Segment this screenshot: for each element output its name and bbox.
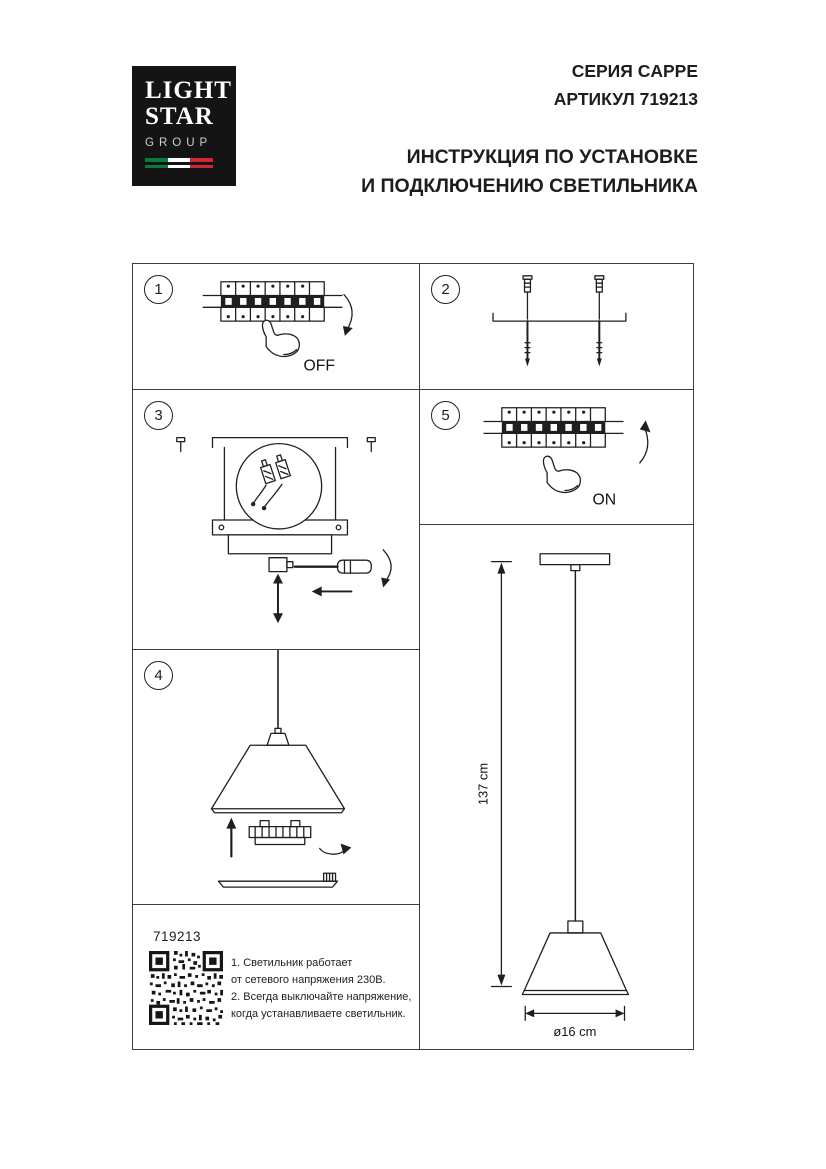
logo-word-star: STAR [145,103,214,130]
article-number: 719213 [153,929,202,944]
wall-plug-icon [522,275,533,320]
on-label: ON [592,491,616,508]
step-3-panel: 3 [132,389,420,650]
terminal-detail-circle [235,442,323,530]
logo-word-light: LIGHT [145,77,232,104]
step-4-panel: 4 [132,649,420,905]
step-3-number: 3 [144,401,173,430]
series-line: СЕРИЯ CAPPE [571,61,698,81]
step-number-text: 2 [441,281,450,298]
wiring-diagram [176,436,392,624]
article-line: АРТИКУЛ 719213 [553,89,698,109]
step-2-number: 2 [431,275,460,304]
pendant-lamp [521,553,630,996]
wall-plug-icon [594,275,605,320]
lightstar-logo: LIGHT STAR GROUP [132,66,236,186]
circuit-breaker-strip [202,281,343,322]
logo-word-group: GROUP [145,137,213,149]
series-article-title: СЕРИЯ CAPPE АРТИКУЛ 719213 [554,57,698,113]
diameter-dimension-label: ø16 cm [553,1024,596,1039]
italy-flag-stripes [145,158,214,168]
step-1-number: 1 [144,275,173,304]
height-dimension: 137 cm [476,561,512,988]
hand-icon [261,319,301,358]
screwdriver-icon [293,559,372,574]
power-off-diagram: OFF [202,281,353,374]
qr-code [149,951,223,1025]
screw-icon [596,320,603,367]
rotate-arrow-icon [381,549,392,588]
note-line-1: 1. Светильник работает [231,957,353,969]
up-arrow-icon [226,817,237,858]
cord-grip [266,727,290,746]
height-dimension-label: 137 cm [476,763,491,805]
step-2-panel: 2 [419,263,694,390]
power-on-diagram: ON [483,407,651,508]
circuit-breaker-strip [483,407,624,448]
ceiling-bracket [176,436,376,521]
diffuser-plate [217,872,339,888]
usage-notes: 1. Светильник работает от сетевого напря… [231,955,413,1023]
flip-down-arrow-icon [342,293,353,336]
flag-stripe [145,158,214,162]
step-number-text: 5 [441,407,450,424]
off-label: OFF [304,357,335,374]
instruction-title: ИНСТРУКЦИЯ ПО УСТАНОВКЕ И ПОДКЛЮЧЕНИЮ СВ… [361,143,698,201]
diameter-dimension: ø16 cm [524,1005,626,1039]
step-5-number: 5 [431,401,460,430]
step-number-text: 1 [154,281,163,298]
rotate-arrow-icon [319,843,352,855]
dimensions-panel: 137 cm ø16 cm [419,524,694,1050]
lamp-dimensions-diagram: 137 cm ø16 cm [476,553,630,1039]
slide-left-arrow-icon [311,586,353,597]
mounting-ring [248,820,312,846]
footer-panel: 719213 1. Светильник работает от сетевог… [132,904,420,1050]
step-number-text: 4 [154,667,163,684]
note-line-4: когда устанавливаете светильник. [231,1008,406,1020]
note-line-3: 2. Всегда выключайте напряжение, [231,991,412,1003]
bracket-fixing-diagram [492,275,627,367]
up-down-arrow-icon [273,573,283,624]
flag-stripe [145,164,214,168]
instruction-line-2: И ПОДКЛЮЧЕНИЮ СВЕТИЛЬНИКА [361,175,698,197]
hand-icon [542,455,582,494]
step-number-text: 3 [154,407,163,424]
mounting-bracket [492,312,627,322]
threaded-connector [268,557,294,573]
flip-up-arrow-icon [639,420,651,464]
step-1-panel: 1 OFF [132,263,420,390]
step-4-number: 4 [144,661,173,690]
note-line-2: от сетевого напряжения 230В. [231,974,386,986]
screw-icon [524,320,531,367]
step-5-panel: 5 ON [419,389,694,525]
lamp-shade [210,744,346,814]
shade-assembly-diagram [210,650,352,888]
instruction-line-1: ИНСТРУКЦИЯ ПО УСТАНОВКЕ [406,146,698,168]
